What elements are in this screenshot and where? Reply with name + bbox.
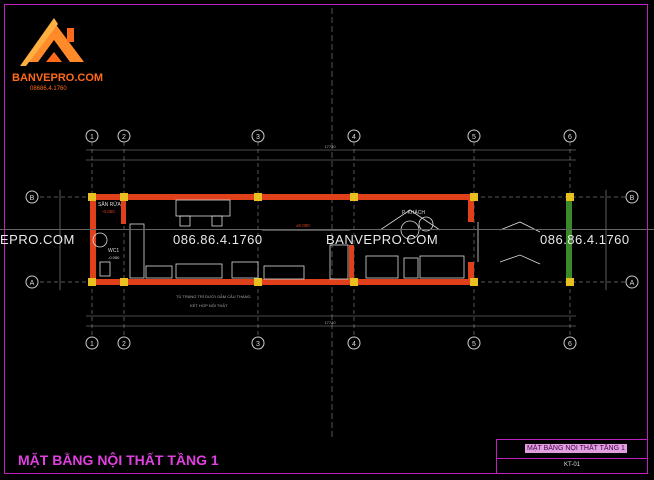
svg-text:A: A <box>30 280 35 287</box>
title-block-code: KT-01 <box>563 462 580 468</box>
sheet-border <box>4 4 648 474</box>
svg-text:A: A <box>630 280 635 287</box>
brand-name: BANVEPRO.COM <box>12 72 104 84</box>
svg-text:B: B <box>630 195 635 202</box>
svg-text:3: 3 <box>256 134 260 141</box>
title-block-divider <box>497 458 647 459</box>
label-wash: SÂN RỬA <box>98 201 122 208</box>
brand-phone: 08686.4.1760 <box>30 86 67 92</box>
note-line1: TỦ TRANG TRÍ DƯỚI GẦM CẦU THANG <box>176 294 251 299</box>
svg-text:3: 3 <box>256 341 260 348</box>
label-living: P. KHÁCH <box>402 209 425 216</box>
svg-text:B: B <box>30 195 35 202</box>
svg-text:2: 2 <box>122 134 126 141</box>
top-total-dim: 17740 <box>324 144 336 149</box>
note-line2: KẾT HỢP NỘI THẤT <box>190 303 228 308</box>
svg-text:6: 6 <box>568 341 572 348</box>
axis-bubbles-top: 1 2 3 4 5 6 <box>85 129 577 143</box>
banvepro-logo <box>12 10 102 95</box>
watermark-center: BANVEPRO.COM <box>326 232 439 247</box>
bottom-total-dim: 17740 <box>324 320 336 325</box>
svg-text:5: 5 <box>472 341 476 348</box>
watermark-line <box>0 229 654 230</box>
axis-bubbles-bottom: 1 2 3 4 5 6 <box>85 336 577 350</box>
svg-text:6: 6 <box>568 134 572 141</box>
label-wc: WC1 <box>108 248 119 254</box>
house-logo-icon <box>20 18 84 66</box>
label-wc-level: -0.050 <box>108 255 120 260</box>
svg-text:2: 2 <box>122 341 126 348</box>
watermark-left: EPRO.COM <box>0 232 75 247</box>
columns <box>88 193 574 286</box>
svg-text:4: 4 <box>352 341 356 348</box>
svg-text:1: 1 <box>90 341 94 348</box>
title-block: MẶT BẰNG NỘI THẤT TẦNG 1 KT-01 <box>496 439 648 474</box>
svg-text:1: 1 <box>90 134 94 141</box>
label-wash-level: -0.050 <box>102 209 115 214</box>
axis-bubbles-side: B A B A <box>25 190 639 289</box>
furniture <box>92 199 541 280</box>
svg-text:4: 4 <box>352 134 356 141</box>
label-level-center: ±0.000 <box>296 223 310 228</box>
watermark-phone-1: 086.86.4.1760 <box>173 232 263 247</box>
svg-text:5: 5 <box>472 134 476 141</box>
title-block-name: MẶT BẰNG NỘI THẤT TẦNG 1 <box>525 444 627 453</box>
watermark-phone-2: 086.86.4.1760 <box>540 232 630 247</box>
drawing-title: MẶT BẰNG NỘI THẤT TẦNG 1 <box>18 452 219 468</box>
